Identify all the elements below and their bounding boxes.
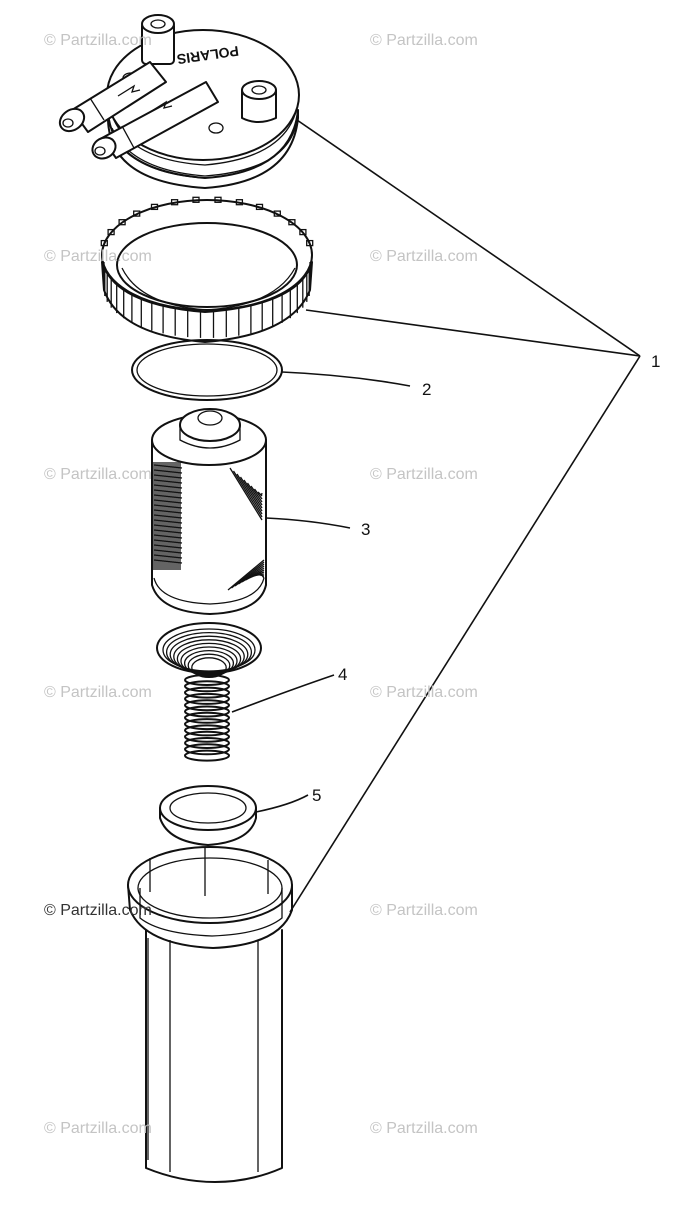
spring-coil: [184, 680, 230, 693]
watermark: © Partzilla.com: [44, 684, 152, 701]
watermark: © Partzilla.com: [370, 32, 478, 49]
watermark: © Partzilla.com: [370, 902, 478, 919]
o-ring: [131, 339, 283, 401]
spring-coil: [184, 686, 230, 699]
serration-notch: [107, 228, 115, 236]
ring-serrations: [100, 196, 314, 338]
mesh-line: [153, 494, 183, 499]
filter-head-cover: POLARIS: [58, 14, 300, 189]
filter-bowl: [127, 846, 293, 1183]
spring-coil: [184, 743, 230, 756]
serration-notch: [306, 239, 314, 247]
spring-coil: [184, 724, 230, 737]
watermark: © Partzilla.com: [44, 466, 152, 483]
spring-seat-ring: [173, 639, 245, 675]
serration-notch: [150, 203, 159, 211]
mesh-line: [153, 559, 183, 564]
mesh-line: [236, 473, 263, 515]
spring-coil: [184, 711, 230, 724]
callout-1: 1: [651, 352, 661, 371]
mesh-line: [153, 534, 183, 539]
filter-element: [151, 408, 267, 615]
spring-coil: [184, 692, 230, 705]
serration-notch: [118, 219, 126, 226]
mesh-line: [257, 491, 263, 497]
gasket: [159, 785, 257, 846]
mesh-line: [239, 476, 263, 512]
mesh-line: [153, 529, 183, 534]
callout-2: 2: [422, 380, 432, 399]
callout-3: 3: [361, 520, 371, 539]
watermark: © Partzilla.com: [370, 684, 478, 701]
filter-mesh-shading: [153, 462, 265, 591]
spring-seat-ring: [169, 635, 249, 674]
spring-seat-ring: [165, 631, 253, 673]
spring-coil: [184, 718, 230, 731]
leader-lines: [231, 119, 641, 913]
serration-notch: [235, 199, 244, 206]
spring-coil: [184, 737, 230, 749]
mesh-line: [153, 499, 183, 504]
serration-notch: [255, 203, 264, 211]
serration-notch: [273, 210, 281, 217]
serration-notch: [170, 199, 179, 206]
serration-notch: [133, 210, 141, 217]
mesh-line: [153, 554, 183, 559]
serration-notch: [299, 228, 307, 236]
watermark: © Partzilla.com: [370, 1120, 478, 1137]
mesh-line: [246, 482, 263, 506]
mesh-line: [253, 488, 263, 500]
retaining-ring: [100, 196, 314, 343]
watermark: © Partzilla.com: [370, 248, 478, 265]
watermark: © Partzilla.com: [44, 1120, 152, 1137]
callout-5: 5: [312, 786, 322, 805]
mesh-line: [153, 519, 183, 524]
spring-seat-and-spring: [156, 622, 262, 762]
watermark: © Partzilla.com: [44, 248, 152, 265]
mesh-line: [153, 514, 183, 519]
mesh-line: [153, 549, 183, 554]
mesh-line: [260, 492, 263, 496]
watermark-dark: © Partzilla.com: [44, 902, 152, 919]
mesh-line: [243, 479, 263, 509]
mesh-line: [153, 469, 183, 474]
mesh-line: [153, 474, 183, 479]
mesh-line: [229, 467, 263, 521]
mesh-line: [227, 559, 265, 591]
spring-seat-ring: [162, 628, 256, 672]
mesh-line: [153, 509, 183, 514]
mesh-line: [153, 524, 183, 529]
spring-seat-ring: [187, 653, 231, 678]
callout-4: 4: [338, 665, 348, 684]
watermark: © Partzilla.com: [44, 32, 152, 49]
mesh-line: [153, 504, 183, 509]
serration-notch: [100, 239, 108, 247]
mesh-line: [153, 464, 183, 469]
spring-seat-ring: [191, 657, 227, 679]
mesh-line: [153, 489, 183, 494]
spring-coil: [184, 699, 230, 712]
serration-notch: [192, 196, 200, 203]
serration-notch: [214, 196, 222, 203]
mesh-line: [153, 544, 183, 549]
mesh-line: [153, 479, 183, 484]
mesh-line: [250, 485, 263, 503]
mesh-line: [231, 561, 265, 589]
spring-coil: [184, 749, 230, 762]
mesh-line: [153, 484, 183, 489]
watermark: © Partzilla.com: [370, 466, 478, 483]
spring-coil: [184, 705, 230, 718]
mesh-line: [258, 571, 265, 579]
spring-coil: [184, 730, 230, 743]
serration-notch: [288, 219, 296, 226]
mesh-line: [153, 539, 183, 544]
mesh-line: [232, 470, 263, 518]
spring-coil: [184, 674, 230, 686]
